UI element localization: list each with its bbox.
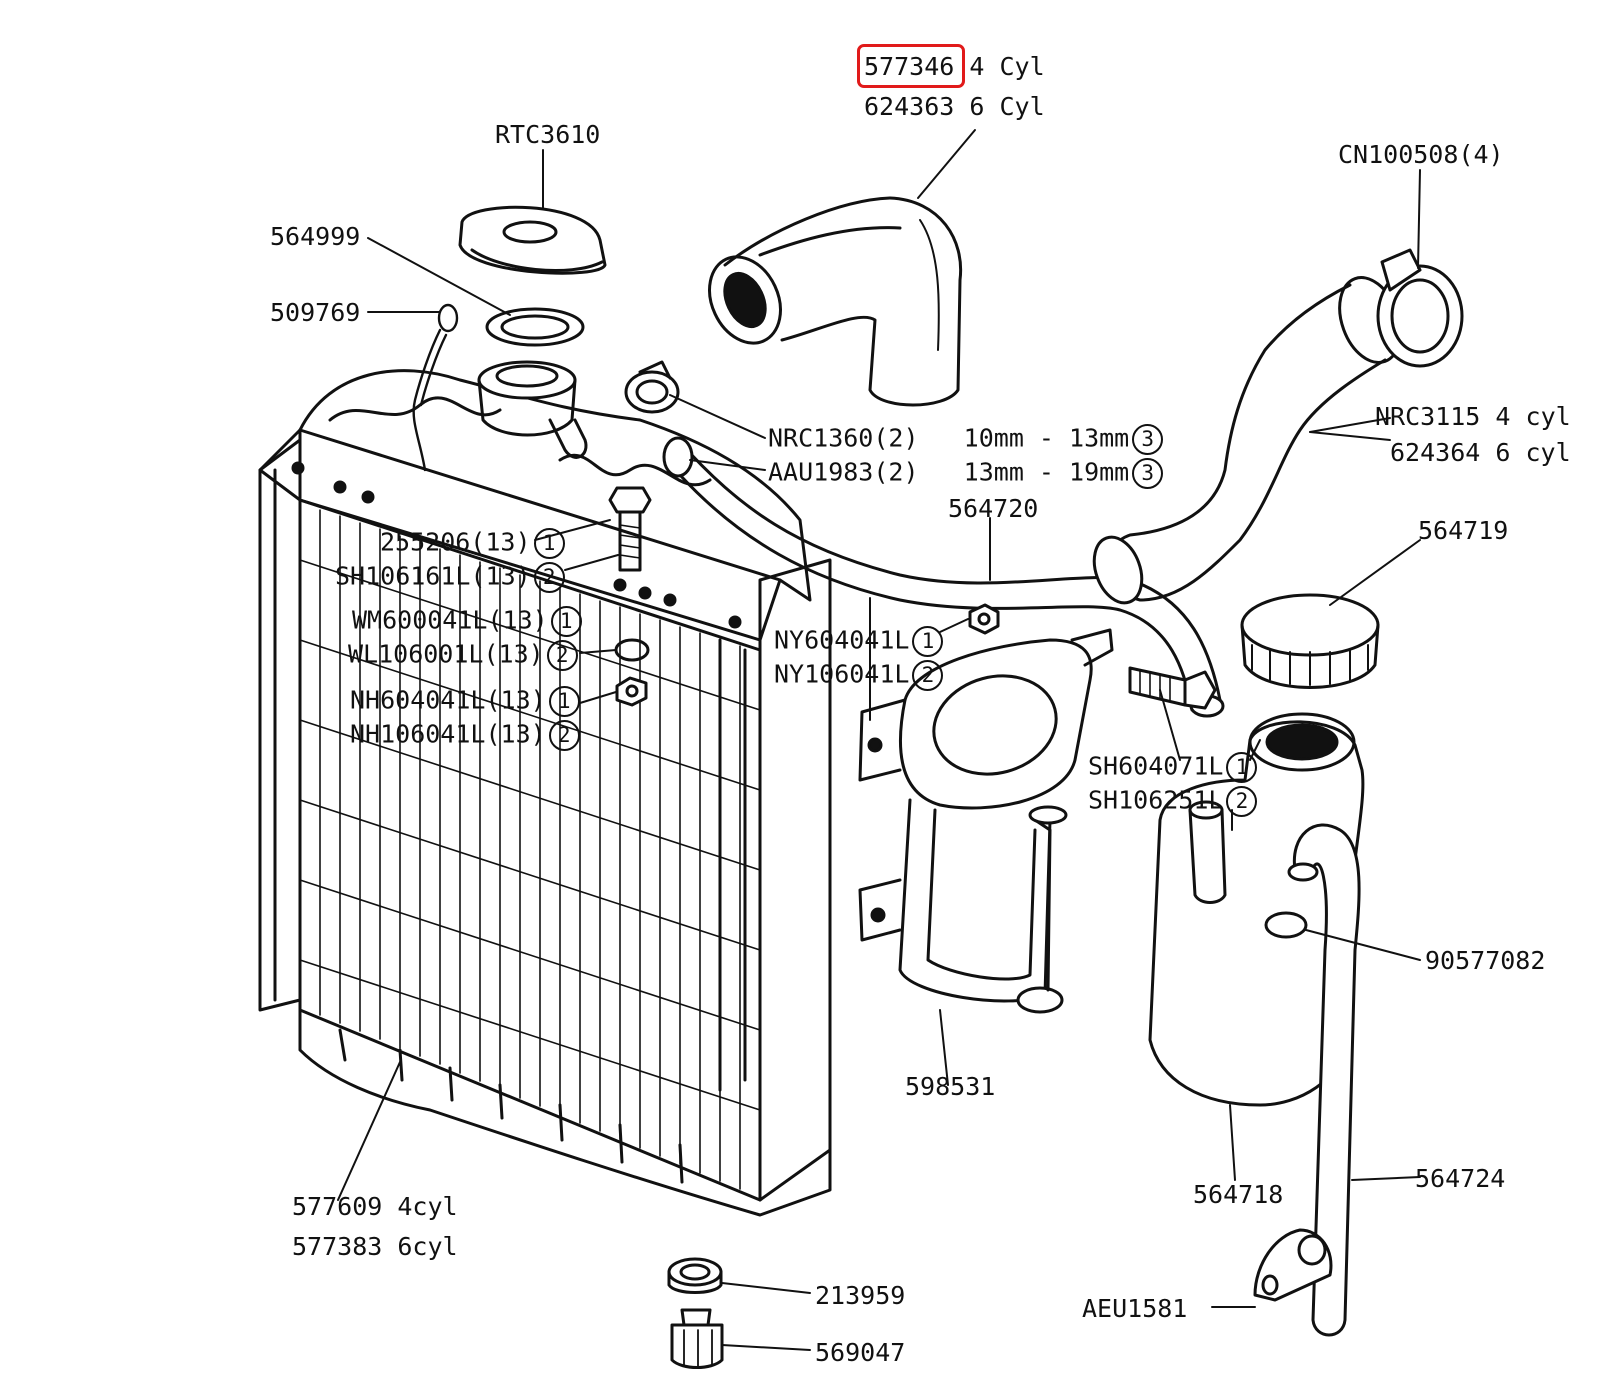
label-509769[interactable]: 509769 (270, 298, 361, 327)
mounting-bracket-icon (858, 628, 1114, 1014)
part-number: WL106001L(13) (348, 639, 544, 669)
part-number: NRC1360(2) (768, 423, 919, 453)
label-564718[interactable]: 564718 (1193, 1180, 1284, 1209)
part-number: NH106041L(13) (350, 719, 546, 749)
nut-small-icon (615, 676, 648, 707)
part-number: 577383 (292, 1232, 383, 1261)
label-rtc3610[interactable]: RTC3610 (495, 120, 601, 149)
label-569047[interactable]: 569047 (815, 1338, 906, 1367)
ref-circle: 2 (1226, 786, 1258, 817)
label-nh106041[interactable]: NH106041L(13)2 (350, 720, 580, 751)
expansion-cap-icon (1240, 593, 1380, 689)
variant-label: 6 Cyl (969, 92, 1045, 121)
ref-circle: 3 (1132, 424, 1164, 455)
spring-clip-icon (1264, 911, 1308, 939)
variant-label: 4cyl (397, 1192, 458, 1221)
label-cn100508[interactable]: CN100508(4) (1338, 140, 1504, 169)
label-564724[interactable]: 564724 (1415, 1164, 1506, 1193)
variant-label: 4 Cyl (969, 52, 1045, 81)
label-213959[interactable]: 213959 (815, 1281, 906, 1310)
highlight-box (857, 44, 965, 88)
ref-circle: 2 (546, 640, 578, 671)
label-598531[interactable]: 598531 (905, 1072, 996, 1101)
hose-clip-large-icon (1376, 248, 1464, 368)
label-577346[interactable]: 577346 4 Cyl (864, 54, 1045, 79)
label-aeu1581[interactable]: AEU1581 (1082, 1294, 1188, 1323)
part-number: SH604071L (1088, 751, 1224, 781)
label-577383[interactable]: 577383 6cyl (292, 1234, 458, 1259)
label-564720[interactable]: 564720 (948, 494, 1039, 523)
size-range: 10mm - 13mm (963, 423, 1130, 453)
label-nrc3115[interactable]: NRC3115 4 cyl (1375, 404, 1571, 429)
label-564999[interactable]: 564999 (270, 222, 361, 251)
part-number: 624364 (1390, 438, 1481, 467)
ref-circle: 2 (912, 660, 944, 691)
radiator-icon (258, 360, 832, 1217)
ref-circle: 1 (548, 686, 580, 717)
part-number: NY106041L (774, 659, 910, 689)
bolt-icon (608, 486, 652, 572)
variant-label: 6 cyl (1495, 438, 1571, 467)
chain-icon (412, 303, 459, 472)
ref-circle: 1 (1226, 752, 1258, 783)
top-hose-icon (708, 196, 963, 407)
label-nh604041[interactable]: NH604041L(13)1 (350, 686, 580, 717)
nut-icon (968, 603, 1000, 635)
bracket-bolt-icon (1128, 666, 1217, 710)
variant-label: 6cyl (397, 1232, 458, 1261)
radiator-cap-icon (458, 205, 607, 275)
ref-circle: 1 (533, 528, 565, 559)
part-number: NH604041L(13) (350, 685, 546, 715)
part-number: WM600041L(13) (352, 605, 548, 635)
ref-circle: 1 (912, 626, 944, 657)
expansion-tank-icon (1148, 712, 1365, 1107)
ref-circle: 2 (548, 720, 580, 751)
label-577609[interactable]: 577609 4cyl (292, 1194, 458, 1219)
part-number: 255206(13) (380, 527, 531, 557)
label-624363[interactable]: 624363 6 Cyl (864, 94, 1045, 119)
drain-plug-icon (670, 1308, 724, 1369)
part-number: SH106161L(13) (335, 561, 531, 591)
label-sh106161[interactable]: SH106161L(13)2 (335, 562, 565, 593)
seal-ring-icon (485, 307, 585, 347)
part-number: SH106251L (1088, 785, 1224, 815)
clip-bracket-icon (1253, 1228, 1333, 1302)
part-number: 624363 (864, 92, 955, 121)
ref-circle: 1 (550, 606, 582, 637)
part-number: 577609 (292, 1192, 383, 1221)
size-range: 13mm - 19mm (963, 457, 1130, 487)
ref-circle: 2 (533, 562, 565, 593)
overflow-hose-icon (1287, 823, 1361, 1337)
label-255206[interactable]: 255206(13)1 (380, 528, 565, 559)
part-number: NRC3115 (1375, 402, 1481, 431)
hose-clip-small-icon (624, 360, 680, 414)
label-90577082[interactable]: 90577082 (1425, 946, 1546, 975)
part-number: 577346 (864, 52, 955, 81)
ref-circle: 3 (1132, 458, 1164, 489)
label-wl106001[interactable]: WL106001L(13)2 (348, 640, 578, 671)
label-564719[interactable]: 564719 (1418, 516, 1509, 545)
label-624364[interactable]: 624364 6 cyl (1390, 440, 1571, 465)
label-wm600041[interactable]: WM600041L(13)1 (352, 606, 582, 637)
leader-lines (337, 129, 1421, 1351)
part-number: NY604041L (774, 625, 910, 655)
drain-washer-icon (667, 1257, 723, 1294)
part-number: AAU1983(2) (768, 457, 919, 487)
variant-label: 4 cyl (1495, 402, 1571, 431)
